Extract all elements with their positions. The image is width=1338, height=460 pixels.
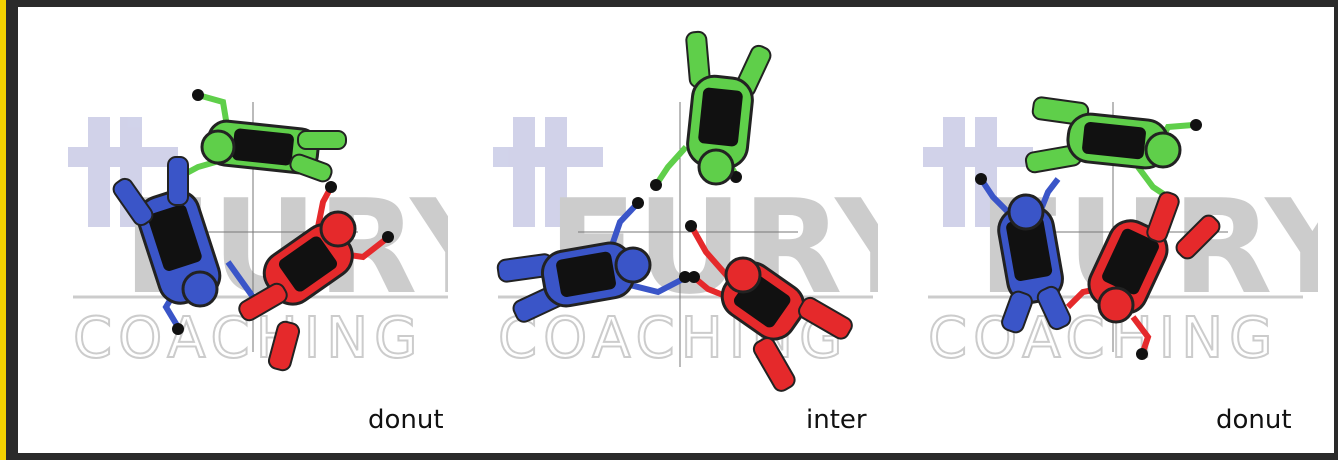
flyer-red-leg [1146,191,1180,243]
flyer-blue-hand [172,323,184,335]
panel-1-graphic: FURY COACHING [68,89,448,372]
panel-3-label: donut [1216,405,1292,435]
flyer-blue-head [614,246,652,284]
watermark-cross-bar [545,117,567,227]
flyer-red-hand [325,181,337,193]
flyer-red-arm [315,187,333,228]
flyer-blue-harness [148,204,202,271]
flyer-blue [112,156,261,335]
flyer-red-hand [685,220,697,232]
flyer-red [238,181,394,372]
flyer-blue-hand [632,197,644,209]
watermark-sub: COACHING [928,306,1279,371]
flyer-red-harness [1102,228,1159,295]
flyer-green-hand [650,179,662,191]
flyer-blue-leg [167,156,189,206]
flyer-blue-harness [1006,217,1053,281]
flyer-green-harness [1082,122,1146,160]
flyer-green-hand [1190,119,1202,131]
flyer-blue-leg [112,177,154,227]
watermark-cross-bar [88,117,110,227]
flyer-green-head [1144,131,1182,169]
flyer-red-hand [688,271,700,283]
flyer-blue-harness [556,251,616,297]
flyer-blue-hand [975,173,987,185]
flyer-green-harness [232,128,294,166]
flyer-red-leg [1175,214,1221,260]
panel-1-label: donut [368,405,444,435]
flyer-green [181,89,347,183]
flyer-red-head [724,256,762,294]
flyer-red-leg [267,320,301,372]
flyer-green-harness [698,87,743,147]
flyer-red-head [319,210,357,248]
flyer-blue-hand [679,271,691,283]
panel-2-label: inter [806,405,867,435]
flyer-green-head [697,148,735,186]
flyer-blue [975,173,1072,334]
flyer-red-arm [1130,315,1152,353]
panel-inter: FURY COACHING [458,7,878,453]
flyer-red-hand [382,231,394,243]
flyer-green [1024,96,1202,200]
flyer-blue-head [1007,193,1045,231]
flyer-red [1065,191,1221,360]
watermark-cross-bar [493,147,603,167]
flyer-blue-leg [1001,290,1033,334]
flyer-green-hand [192,89,204,101]
panel-donut-2: FURY COACHING [898,7,1318,453]
panel-donut-1: FURY COACHING [28,7,448,453]
watermark-cross-bar [923,147,1033,167]
flyer-red-leg [798,296,853,340]
flyer-green-arm [655,144,689,184]
flyer-red-harness [278,236,338,292]
flyer-red-head [1097,286,1135,324]
flyer-red-leg [752,337,796,392]
flyer-green-leg [289,153,333,183]
watermark-cross-bar [513,117,535,227]
flyer-blue [496,197,691,323]
watermark-cross-bar [943,117,965,227]
flyer-red-leg [238,282,288,322]
flyer-green-leg [297,130,347,150]
watermark-cross-bar [68,147,178,167]
watermark: FURY COACHING [493,117,878,372]
flyer-green [650,30,772,191]
flyer-red [685,220,853,392]
flyer-blue-arm [980,180,1011,215]
flyer-green-head [200,129,236,165]
diagram-canvas: FURY COACHING [18,7,1334,453]
flyer-red-arm [690,227,731,279]
flyer-red-hand [1136,348,1148,360]
panel-2-graphic: FURY COACHING [493,30,878,392]
flyer-blue-head [181,270,219,308]
panel-3-graphic: FURY COACHING [923,96,1318,372]
flyer-blue-leg [1036,285,1072,331]
